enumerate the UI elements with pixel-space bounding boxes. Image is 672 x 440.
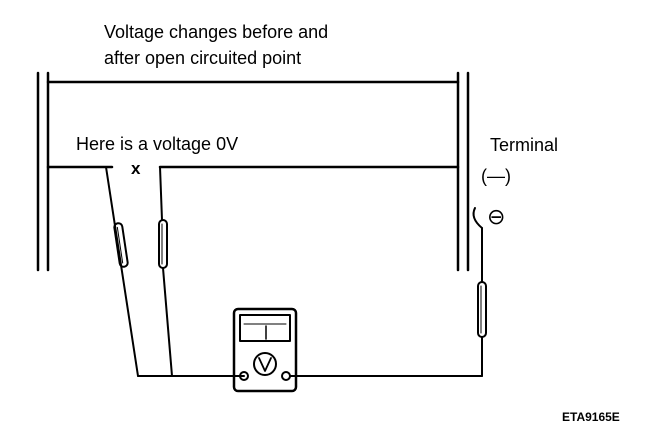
probe-lead-middle <box>158 166 173 377</box>
terminal-label: Terminal <box>490 135 558 155</box>
meter-lead-right <box>289 207 487 377</box>
open-circuit-mark: x <box>131 159 141 178</box>
probe-lead-left <box>105 166 139 377</box>
header-line-1: Voltage changes before and <box>104 22 328 42</box>
header-line-2: after open circuited point <box>104 48 301 68</box>
voltage-note: Here is a voltage 0V <box>76 134 238 154</box>
voltmeter <box>232 307 298 393</box>
right-connector <box>456 71 470 272</box>
left-connector <box>36 71 50 272</box>
terminal-polarity: (—) <box>481 166 511 186</box>
minus-terminal-icon: ⊖ <box>487 204 505 229</box>
figure-code: ETA9165E <box>562 410 620 424</box>
